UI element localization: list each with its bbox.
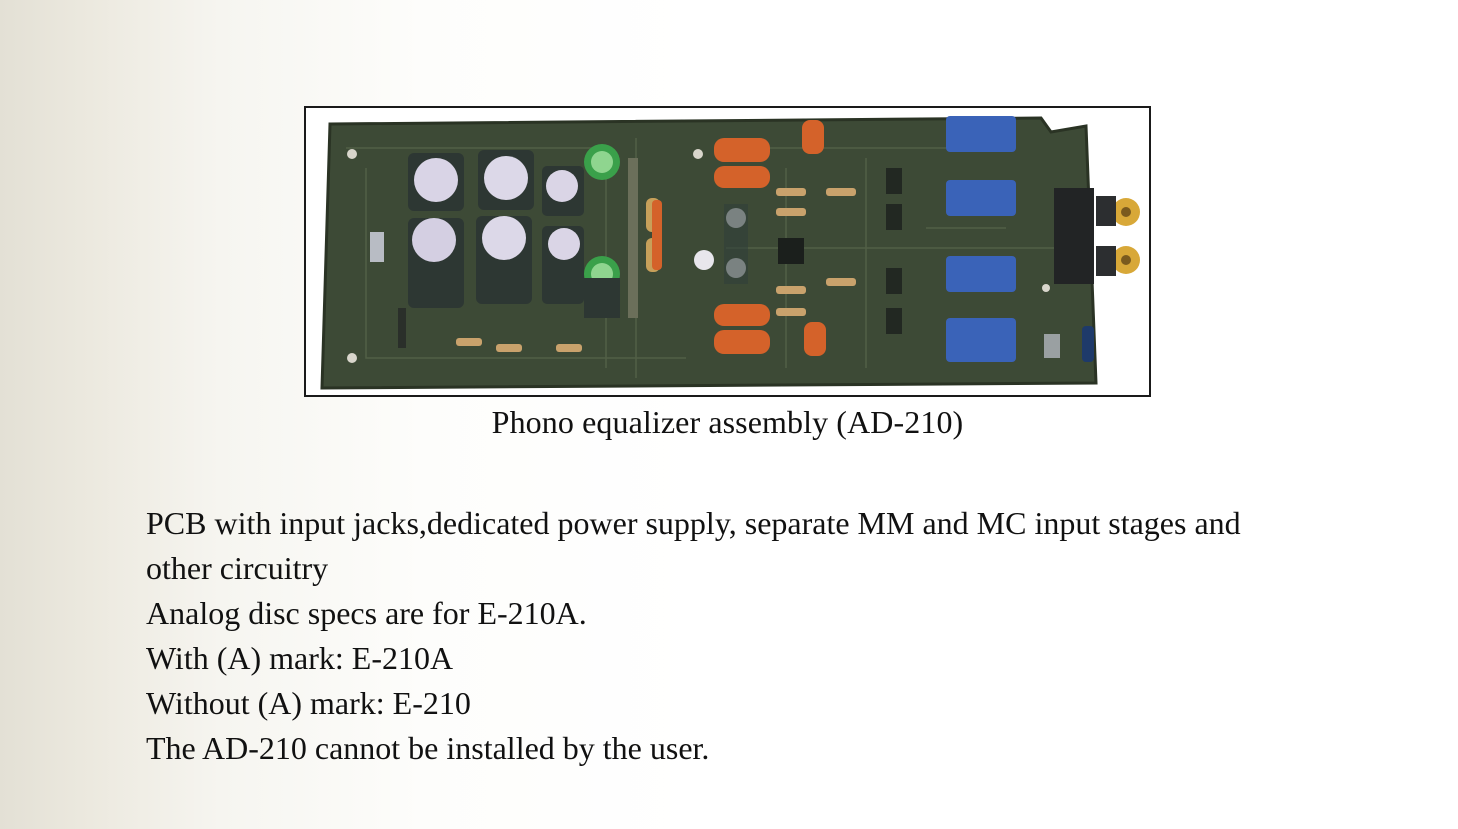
text-line: Analog disc specs are for E-210A. [146, 595, 587, 631]
text-line: With (A) mark: E-210A [146, 640, 454, 676]
pcb-photo [304, 106, 1151, 397]
text-line: Without (A) mark: E-210 [146, 685, 471, 721]
description-text: PCB with input jacks,dedicated power sup… [146, 501, 1266, 771]
text-line: The AD-210 cannot be installed by the us… [146, 730, 710, 766]
pcb-illustration [320, 116, 1140, 390]
figure-caption: Phono equalizer assembly (AD-210) [491, 404, 964, 440]
text-line: PCB with input jacks,dedicated power sup… [146, 505, 1241, 586]
